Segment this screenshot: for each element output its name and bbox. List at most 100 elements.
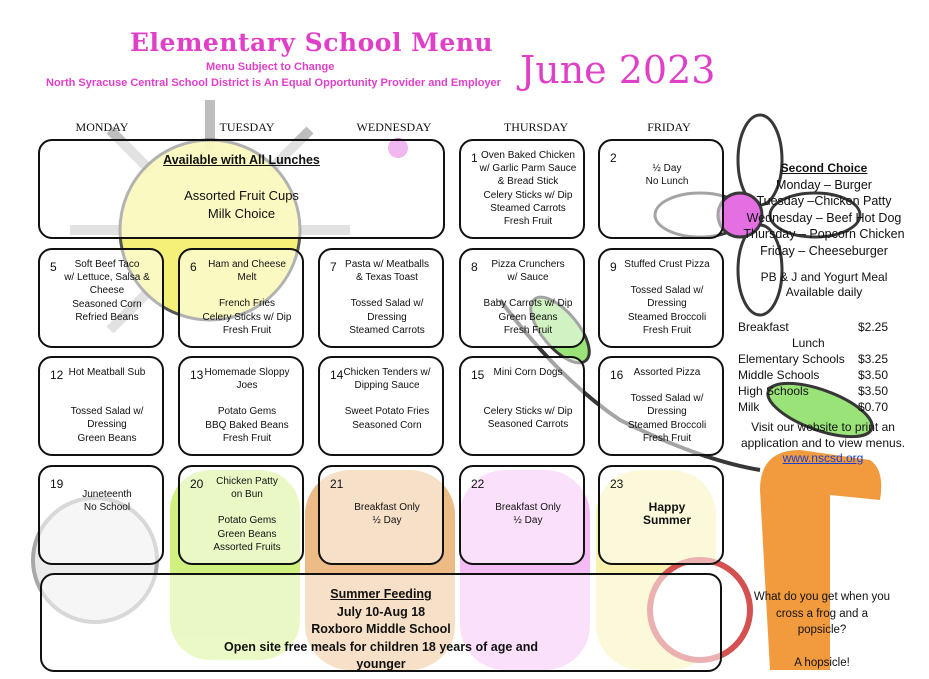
price-label: Breakfast	[738, 320, 789, 334]
day-number: 9	[610, 260, 617, 274]
menu-line: ½ Day	[513, 515, 543, 527]
second-choice-item: Thursday – Popcorn Chicken	[743, 227, 905, 241]
weekday-header-friday: FRIDAY	[647, 120, 691, 134]
day-number: 22	[471, 477, 485, 491]
summer-feeding-dates: July 10-Aug 18	[336, 604, 426, 619]
joke-answer: A hopsicle!	[794, 656, 850, 669]
day-number: 23	[610, 477, 624, 491]
menu-line: Fresh Fruit	[642, 324, 692, 336]
menu-line: Tossed Salad w/	[630, 393, 704, 405]
price-value: $3.50	[857, 384, 888, 398]
website-text: Visit our website to print an applicatio…	[740, 420, 906, 450]
menu-line	[56, 379, 158, 392]
price-value: $0.70	[857, 400, 888, 414]
all-lunches-title: Available with All Lunches	[163, 153, 320, 167]
menu-line	[616, 271, 718, 284]
price-row: Middle Schools $3.50	[738, 368, 888, 382]
menu-line: Refried Beans	[75, 311, 139, 323]
price-row: Elementary Schools $3.25	[738, 352, 888, 366]
price-row: High Schools $3.50	[738, 384, 888, 398]
menu-line: & Texas Toast	[356, 272, 418, 284]
menu-line: French Fries	[218, 298, 276, 310]
day-number: 8	[471, 260, 478, 274]
menu-line	[196, 392, 298, 405]
menu-line: Mini Corn Dogs	[493, 367, 563, 378]
menu-line: Seasoned Corn	[352, 419, 422, 431]
menu-line: Green Beans	[498, 311, 558, 323]
website-note: Visit our website to print an applicatio…	[738, 420, 908, 467]
menu-line: Assorted Pizza	[633, 367, 701, 378]
day-number: 19	[50, 477, 64, 491]
menu-line: w/ Garlic Parm Sauce	[479, 163, 577, 175]
menu-line: Fresh Fruit	[222, 324, 272, 336]
day-cell: 22 Breakfast Only ½ Day	[459, 465, 585, 565]
second-choice-item: Tuesday –Chicken Patty	[756, 194, 892, 208]
menu-line: Fresh Fruit	[642, 432, 692, 444]
website-link[interactable]: www.nscsd.org	[782, 451, 864, 465]
day-number: 7	[330, 260, 337, 274]
all-lunches-item: Assorted Fruit Cups	[184, 188, 299, 203]
price-value: $2.25	[857, 320, 888, 334]
all-lunches-box: Available with All Lunches Assorted Frui…	[38, 139, 445, 239]
menu-line: Steamed Carrots	[349, 324, 425, 336]
menu-line: BBQ Baked Beans	[205, 419, 289, 431]
day-number: 16	[610, 368, 624, 382]
menu-line: Steamed Broccoli	[627, 419, 707, 431]
menu-line	[477, 284, 579, 297]
menu-line: Tossed Salad w/ Dressing	[630, 285, 704, 310]
price-label: Elementary Schools	[738, 352, 845, 366]
second-choice-item: Monday – Burger	[776, 177, 872, 192]
menu-line	[477, 379, 579, 392]
day-number: 13	[190, 368, 204, 382]
second-choice-item: Friday – Cheeseburger	[760, 243, 888, 258]
menu-line	[477, 488, 579, 501]
menu-line: Green Beans	[217, 528, 277, 540]
weekday-header-monday: MONDAY	[75, 120, 129, 134]
page-title: Elementary School Menu	[130, 28, 494, 57]
menu-line: No Lunch	[645, 176, 689, 188]
second-choice-item: Wednesday – Beef Hot Dog	[746, 210, 902, 225]
day-number: 5	[50, 260, 57, 274]
menu-line: Potato Gems	[217, 406, 277, 418]
day-number: 20	[190, 477, 204, 491]
menu-line: Green Beans	[77, 432, 137, 444]
pbj-note: PB & J and Yogurt Meal Available daily	[738, 270, 910, 300]
menu-line: Stuffed Crust Pizza	[624, 259, 710, 270]
day-number: 1	[471, 151, 478, 165]
menu-line: Seasoned Corn	[72, 298, 142, 310]
menu-line	[56, 392, 158, 405]
menu-line: Breakfast Only	[495, 502, 561, 513]
menu-line: Fresh Fruit	[222, 432, 272, 444]
menu-line: Dressing	[647, 406, 687, 418]
menu-line: Homemade Sloppy	[204, 367, 290, 378]
menu-line	[616, 475, 718, 488]
menu-line: Fresh Fruit	[503, 216, 553, 228]
menu-line: & Bread Stick	[497, 176, 559, 188]
menu-line: Celery Sticks w/ Dip	[483, 189, 573, 201]
menu-line	[336, 488, 438, 501]
price-value: $3.25	[857, 352, 888, 366]
menu-line: Juneteenth	[82, 489, 132, 500]
menu-line: Breakfast Only	[354, 502, 420, 513]
pbj-line: PB & J and Yogurt Meal	[760, 270, 888, 284]
menu-line: Tossed Salad w/	[70, 406, 144, 418]
lunch-label: Lunch	[792, 336, 825, 350]
menu-line: Fresh Fruit	[503, 324, 553, 336]
weekday-header-thursday: THURSDAY	[503, 120, 569, 134]
menu-line: ½ Day	[372, 515, 402, 527]
